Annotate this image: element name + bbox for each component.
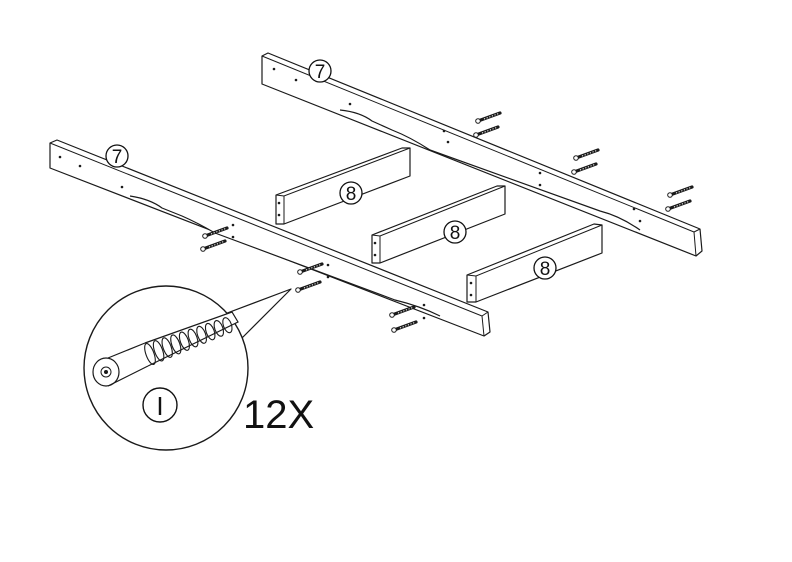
screw <box>475 111 502 124</box>
svg-text:8: 8 <box>450 223 461 244</box>
screw <box>297 262 324 275</box>
slat-1: 8 <box>275 147 411 225</box>
screw <box>200 239 227 252</box>
part-label-7-back: 7 <box>308 59 332 83</box>
part-label-8-b: 8 <box>443 220 467 244</box>
screw <box>473 125 500 138</box>
screw <box>295 280 322 293</box>
screw <box>665 199 692 212</box>
part-label-8-a: 8 <box>339 181 363 205</box>
screw <box>389 305 416 318</box>
screw-magnified <box>92 311 239 387</box>
screw <box>571 162 598 175</box>
quantity-label: 12X <box>243 393 315 437</box>
screw <box>667 185 694 198</box>
slat-3: 8 <box>466 223 603 303</box>
svg-text:8: 8 <box>346 184 357 205</box>
slat-2: 8 <box>371 185 506 264</box>
screw <box>573 148 600 161</box>
svg-text:8: 8 <box>540 259 551 280</box>
back-side-rail: 7 <box>261 52 703 257</box>
svg-text:I: I <box>156 391 163 421</box>
front-side-rail: 7 <box>49 139 491 337</box>
screw <box>202 226 229 239</box>
part-label-7-front: 7 <box>105 144 129 168</box>
svg-text:7: 7 <box>315 62 326 83</box>
part-label-I: I <box>142 387 178 423</box>
screw <box>391 320 418 333</box>
svg-text:7: 7 <box>112 147 123 168</box>
screw-detail-callout: I <box>83 285 292 451</box>
screws <box>200 111 694 333</box>
part-label-8-c: 8 <box>533 256 557 280</box>
